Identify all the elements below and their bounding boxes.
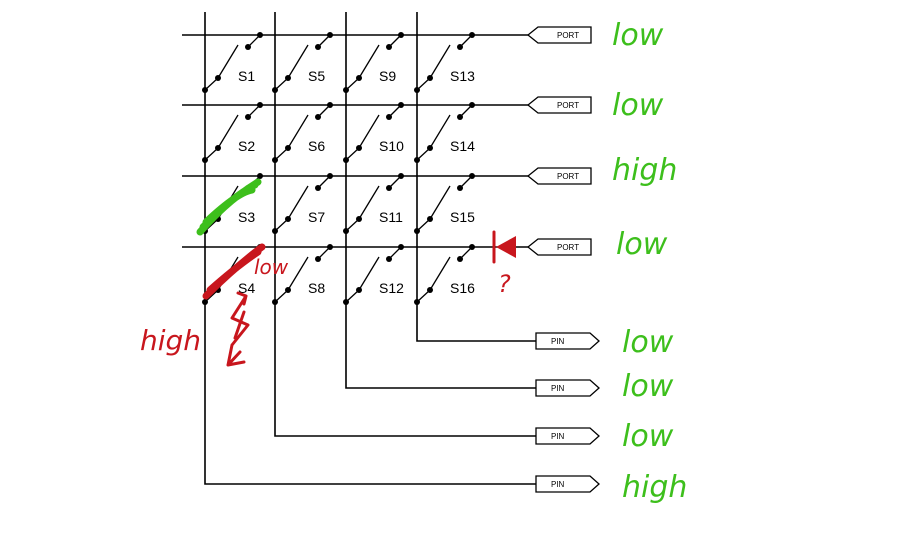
pin-tag-3: PIN	[535, 427, 600, 445]
red-scribble-s4	[202, 243, 266, 300]
svg-text:PIN: PIN	[551, 432, 565, 441]
col-state-3: low	[622, 419, 674, 454]
switch-label-s9: S9	[379, 68, 396, 84]
switch-label-s3: S3	[238, 209, 255, 225]
switch-symbol-s5	[272, 32, 333, 93]
switch-label-s2: S2	[238, 138, 255, 154]
switch-label-s11: S11	[379, 209, 403, 225]
svg-text:PIN: PIN	[551, 337, 565, 346]
switch-label-s13: S13	[450, 68, 475, 84]
row-wires	[182, 34, 530, 248]
col-state-1: low	[622, 325, 674, 360]
row-state-1: low	[612, 18, 664, 53]
switch-label-s14: S14	[450, 138, 475, 154]
svg-text:PORT: PORT	[557, 101, 579, 110]
red-state-left: high	[140, 324, 201, 357]
switch-symbol-s11	[343, 173, 404, 234]
pin-tag-2: PIN	[535, 379, 600, 397]
switch-symbol-s14	[414, 102, 475, 163]
port-tag-3: PORT	[526, 167, 592, 185]
switch-symbol-s15	[414, 173, 475, 234]
port-tag-4: PORT	[526, 238, 592, 256]
red-question-mark: ?	[498, 270, 511, 298]
red-diode-icon	[492, 230, 516, 264]
switch-labels: S1 S2 S3 S4 S5 S6 S7 S8 S9 S10 S11 S12 S…	[238, 68, 475, 296]
green-scribble-s3	[196, 178, 262, 236]
pin-tag-4: PIN	[535, 475, 600, 493]
svg-text:PIN: PIN	[551, 480, 565, 489]
red-state-near-switch: low	[254, 255, 289, 279]
row-state-4: low	[616, 227, 668, 262]
port-tag-2: PORT	[526, 96, 592, 114]
col-wire-3	[345, 12, 536, 389]
column-state-annotations: low low low high	[622, 325, 687, 505]
column-wires	[204, 12, 536, 485]
switch-label-s8: S8	[308, 280, 325, 296]
pin-tag-1: PIN	[535, 332, 600, 350]
row-state-annotations: low low high low	[612, 18, 677, 262]
switch-symbol-s13	[414, 32, 475, 93]
switch-symbol-s7	[272, 173, 333, 234]
svg-text:PIN: PIN	[551, 384, 565, 393]
switches	[202, 32, 475, 305]
col-state-2: low	[622, 369, 674, 404]
switch-symbol-s12	[343, 244, 404, 305]
port-tag-1: PORT	[526, 26, 592, 44]
switch-label-s5: S5	[308, 68, 325, 84]
switch-symbol-s6	[272, 102, 333, 163]
switch-label-s4: S4	[238, 280, 255, 296]
switch-symbol-s10	[343, 102, 404, 163]
pin-tags: PIN PIN PIN PIN	[535, 332, 600, 493]
svg-text:PORT: PORT	[557, 243, 579, 252]
switch-label-s6: S6	[308, 138, 325, 154]
svg-text:PORT: PORT	[557, 31, 579, 40]
switch-label-s12: S12	[379, 280, 404, 296]
col-wire-4	[416, 12, 536, 342]
switch-label-s16: S16	[450, 280, 475, 296]
row-state-3: high	[612, 153, 677, 188]
switch-label-s10: S10	[379, 138, 404, 154]
switch-symbol-s16	[414, 244, 475, 305]
switch-symbol-s2	[202, 102, 263, 163]
port-tags: PORT PORT PORT PORT	[526, 26, 592, 256]
switch-symbol-s8	[272, 244, 333, 305]
switch-label-s7: S7	[308, 209, 325, 225]
switch-label-s1: S1	[238, 68, 255, 84]
red-current-arrow	[226, 291, 250, 367]
switch-symbol-s1	[202, 32, 263, 93]
switch-label-s15: S15	[450, 209, 475, 225]
col-wire-2	[274, 12, 536, 437]
col-state-4: high	[622, 470, 687, 505]
svg-text:PORT: PORT	[557, 172, 579, 181]
row-state-2: low	[612, 88, 664, 123]
switch-symbol-s9	[343, 32, 404, 93]
col-wire-1	[204, 12, 536, 485]
